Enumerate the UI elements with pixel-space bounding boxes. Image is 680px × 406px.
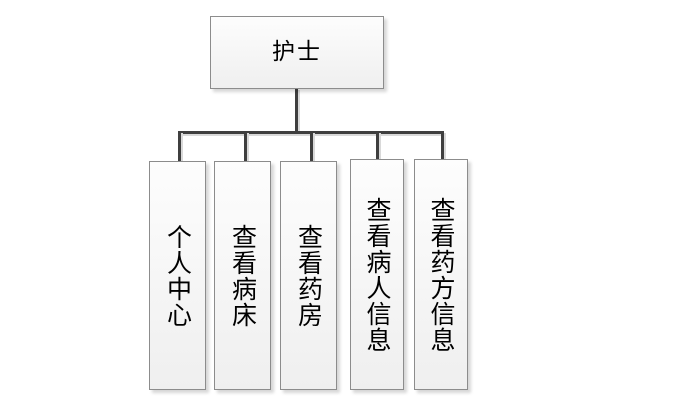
connector-shadow-drop-4 [378,133,381,161]
node-child-label: 查看病床 [228,223,258,328]
connector-shadow-drop-3 [312,133,315,163]
connector-shadow-drop-2 [246,133,249,163]
connector-shadow-drop-1 [180,133,183,163]
connector-drop-4 [376,131,379,159]
node-child-view-prescription-info[interactable]: 查看药方信息 [414,159,468,390]
connector-drop-5 [441,131,444,159]
connector-root-stem [295,88,298,132]
node-child-view-beds[interactable]: 查看病床 [214,161,271,390]
node-root-nurse[interactable]: 护士 [210,16,384,89]
connector-drop-1 [178,131,181,161]
node-child-view-patient-info[interactable]: 查看病人信息 [350,159,404,390]
connector-drop-3 [310,131,313,161]
node-child-label: 查看药方信息 [427,196,456,353]
node-child-view-pharmacy[interactable]: 查看药房 [280,161,337,390]
connector-shadow-root-stem [297,90,300,132]
node-child-personal-center[interactable]: 个人中心 [149,161,206,390]
connector-drop-2 [244,131,247,161]
node-child-label: 查看病人信息 [363,196,392,353]
node-child-label: 查看药房 [294,223,324,328]
connector-shadow-drop-5 [443,133,446,161]
node-root-label: 护士 [272,38,322,65]
node-child-label: 个人中心 [163,223,193,328]
